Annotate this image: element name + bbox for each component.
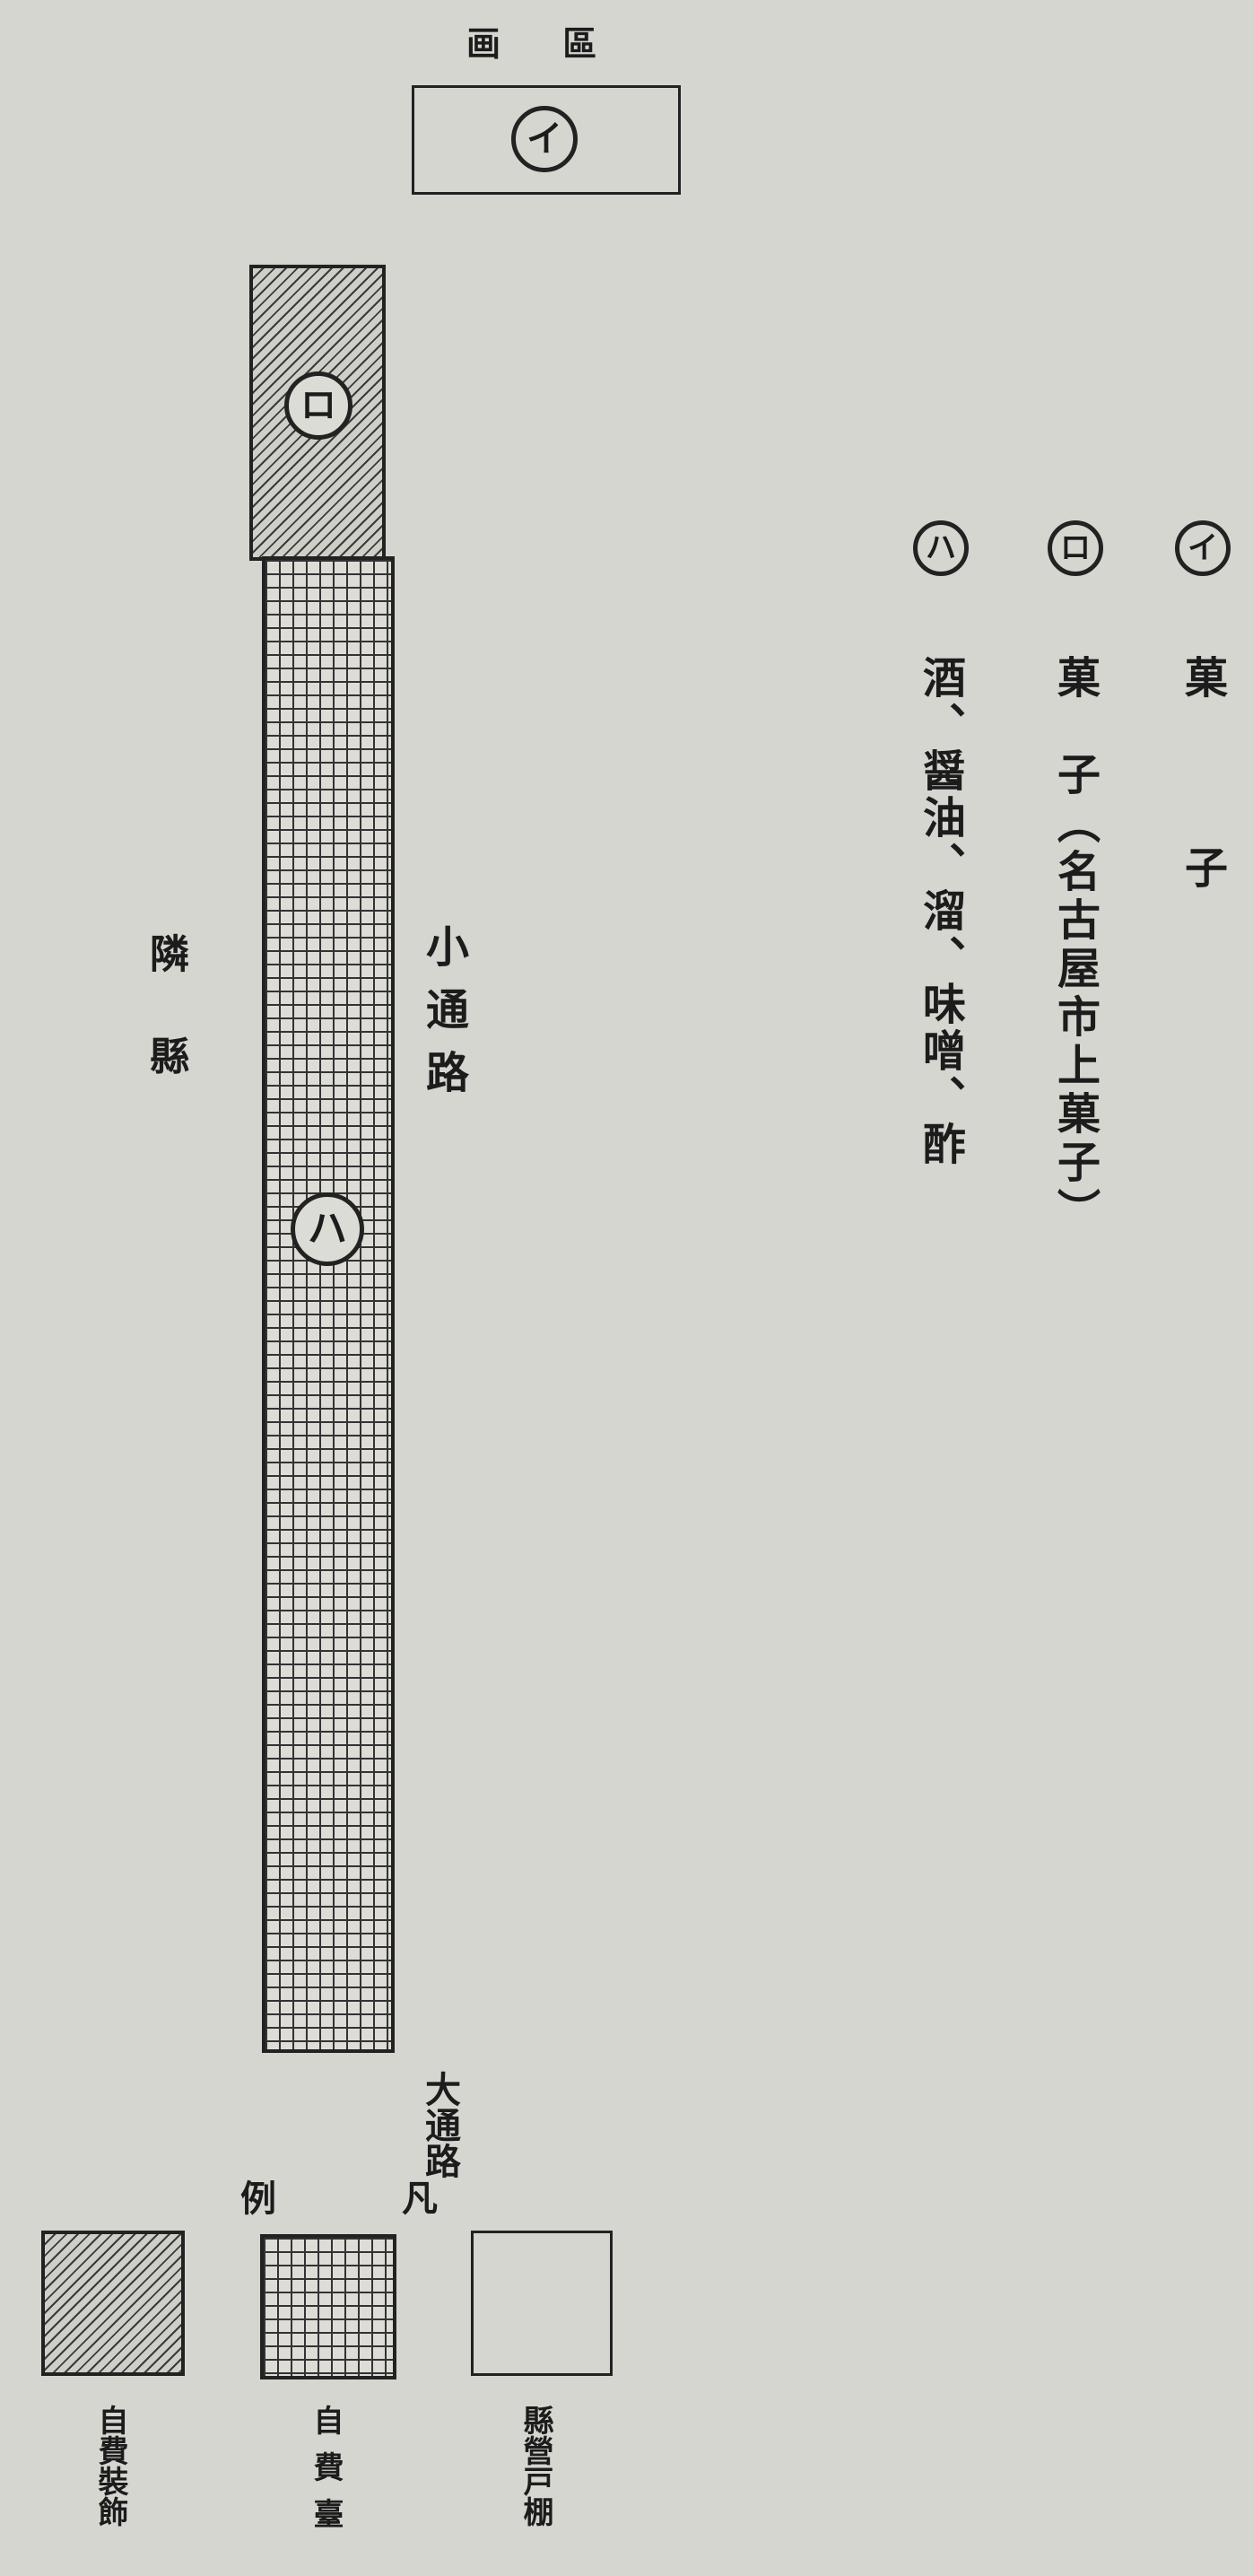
- item-text-i: 菓 子: [1177, 655, 1227, 940]
- item-text-ha: 酒、醤油、溜、味噌、酢: [915, 655, 965, 1168]
- grid-section-ha: ハ: [262, 556, 395, 2053]
- item-marker-ro: ロ: [1048, 520, 1103, 576]
- legend-label-display: 縣營戸棚: [518, 2405, 553, 2527]
- road-label-text: 大通路: [419, 2071, 461, 2179]
- marker-ha: ハ: [291, 1192, 364, 1266]
- display-box-i: イ: [412, 85, 681, 195]
- item-text-ro: 菓 子（名古屋市上菓子）: [1049, 655, 1100, 1236]
- neighbor-label: 隣縣: [143, 933, 188, 1138]
- hatched-section-ro: ロ: [249, 265, 386, 561]
- marker-ro: ロ: [284, 371, 352, 440]
- legend-box-grid: [260, 2234, 396, 2380]
- legend-title-right: 例: [240, 2178, 276, 2220]
- item-marker-i: イ: [1175, 520, 1231, 576]
- marker-i: イ: [511, 106, 578, 172]
- legend-title-left: 凡: [402, 2178, 438, 2220]
- legend-label-grid: 自費臺: [308, 2405, 344, 2545]
- legend-label-hatch: 自費裝飾: [92, 2405, 128, 2527]
- path-label: 小通路: [418, 924, 468, 1113]
- section-label: 画 區: [466, 23, 622, 64]
- legend-box-hatch: [41, 2231, 185, 2376]
- legend-box-display: [471, 2231, 613, 2376]
- item-marker-ha: ハ: [913, 520, 969, 576]
- road-label: 大通路: [269, 2064, 466, 2198]
